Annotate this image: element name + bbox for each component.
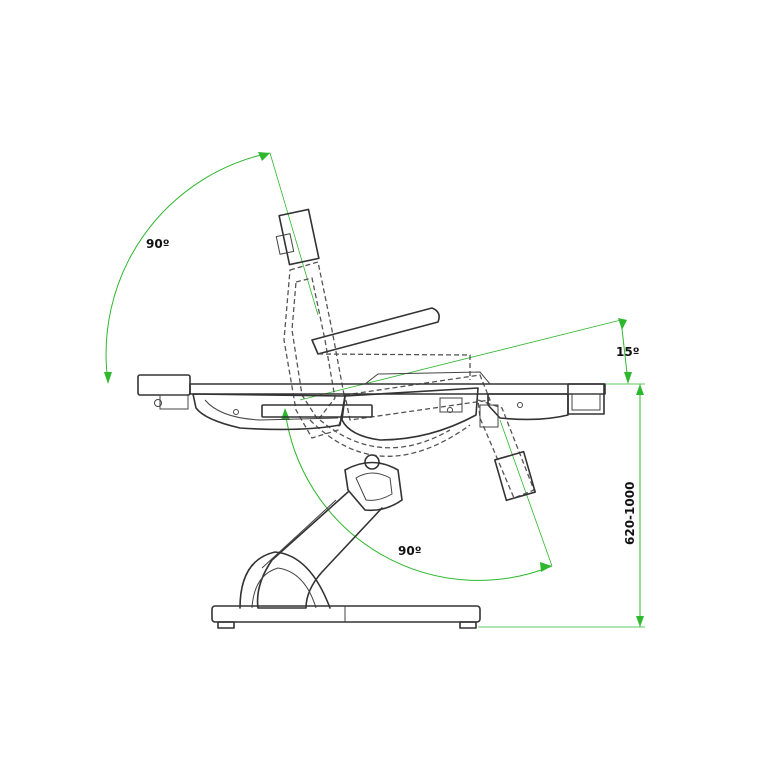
height-arrow-bottom (636, 616, 644, 627)
upright-backrest-outline (283, 261, 346, 439)
height-arrow-top (636, 384, 644, 395)
left-headrest-pad (137, 374, 191, 396)
backrest-underside-inner (204, 399, 339, 421)
back-angle-extension (269, 152, 319, 316)
legrest-underside (487, 393, 569, 421)
base-arch-inner (251, 567, 317, 609)
raised-armrest (311, 307, 440, 355)
lowered-legrest-outline (477, 399, 535, 499)
base-foot-left (217, 621, 235, 629)
seat-underside (341, 387, 479, 441)
tilted-seat (344, 374, 491, 421)
leg-angle-arc (284, 409, 553, 581)
right-footrest-inner (571, 393, 601, 411)
footrest (493, 450, 537, 502)
upright-backrest-inner (291, 277, 336, 422)
dimension-annotations (104, 152, 645, 628)
alternate-positions (275, 208, 537, 502)
tilt-arrow-bottom (624, 372, 632, 384)
raised-armrest-lower (317, 353, 471, 380)
seat-cradle-dashed-outer (309, 419, 471, 457)
flat-surface (189, 383, 606, 395)
leg-angle-arrow-bottom (540, 562, 552, 572)
control-box (439, 397, 463, 413)
armrest-slot (261, 404, 373, 418)
tilt-arrow-top (618, 318, 627, 330)
legrest-hinge-box (479, 404, 499, 428)
base-arch (239, 551, 331, 609)
back-angle-arc (105, 152, 271, 383)
flat-chair (137, 371, 606, 441)
tilt-extension (299, 319, 622, 401)
headrest-bracket (275, 233, 295, 255)
back-angle-label: 90º (146, 237, 170, 251)
seat-cradle-dashed (319, 419, 451, 449)
swivel-joint (364, 454, 380, 470)
back-angle-arrow-bottom (104, 372, 112, 384)
swivel-cradle-inner (355, 472, 393, 501)
lift-column (256, 491, 383, 609)
hinge-left (233, 409, 239, 415)
lift-column-edge (261, 499, 337, 569)
hinge-right (517, 402, 523, 408)
swivel-cradle (344, 461, 403, 512)
leg-angle-label: 90º (398, 544, 422, 558)
left-headrest-knob (154, 399, 162, 407)
backrest-underside (192, 393, 346, 431)
right-footrest-pad (567, 383, 605, 415)
left-headrest-bracket (159, 394, 189, 410)
tilt-dimension (620, 319, 629, 383)
back-angle-arrow-top (258, 152, 270, 161)
leg-angle-arrow-top (281, 408, 290, 420)
tilt-angle-label: 15º (616, 345, 640, 359)
base-plate (211, 605, 481, 623)
height-range-label: 620-1000 (623, 482, 637, 545)
seat-front-edge (364, 371, 491, 385)
headrest (278, 208, 320, 266)
chair-base (211, 454, 481, 629)
base-foot-right (459, 621, 477, 629)
